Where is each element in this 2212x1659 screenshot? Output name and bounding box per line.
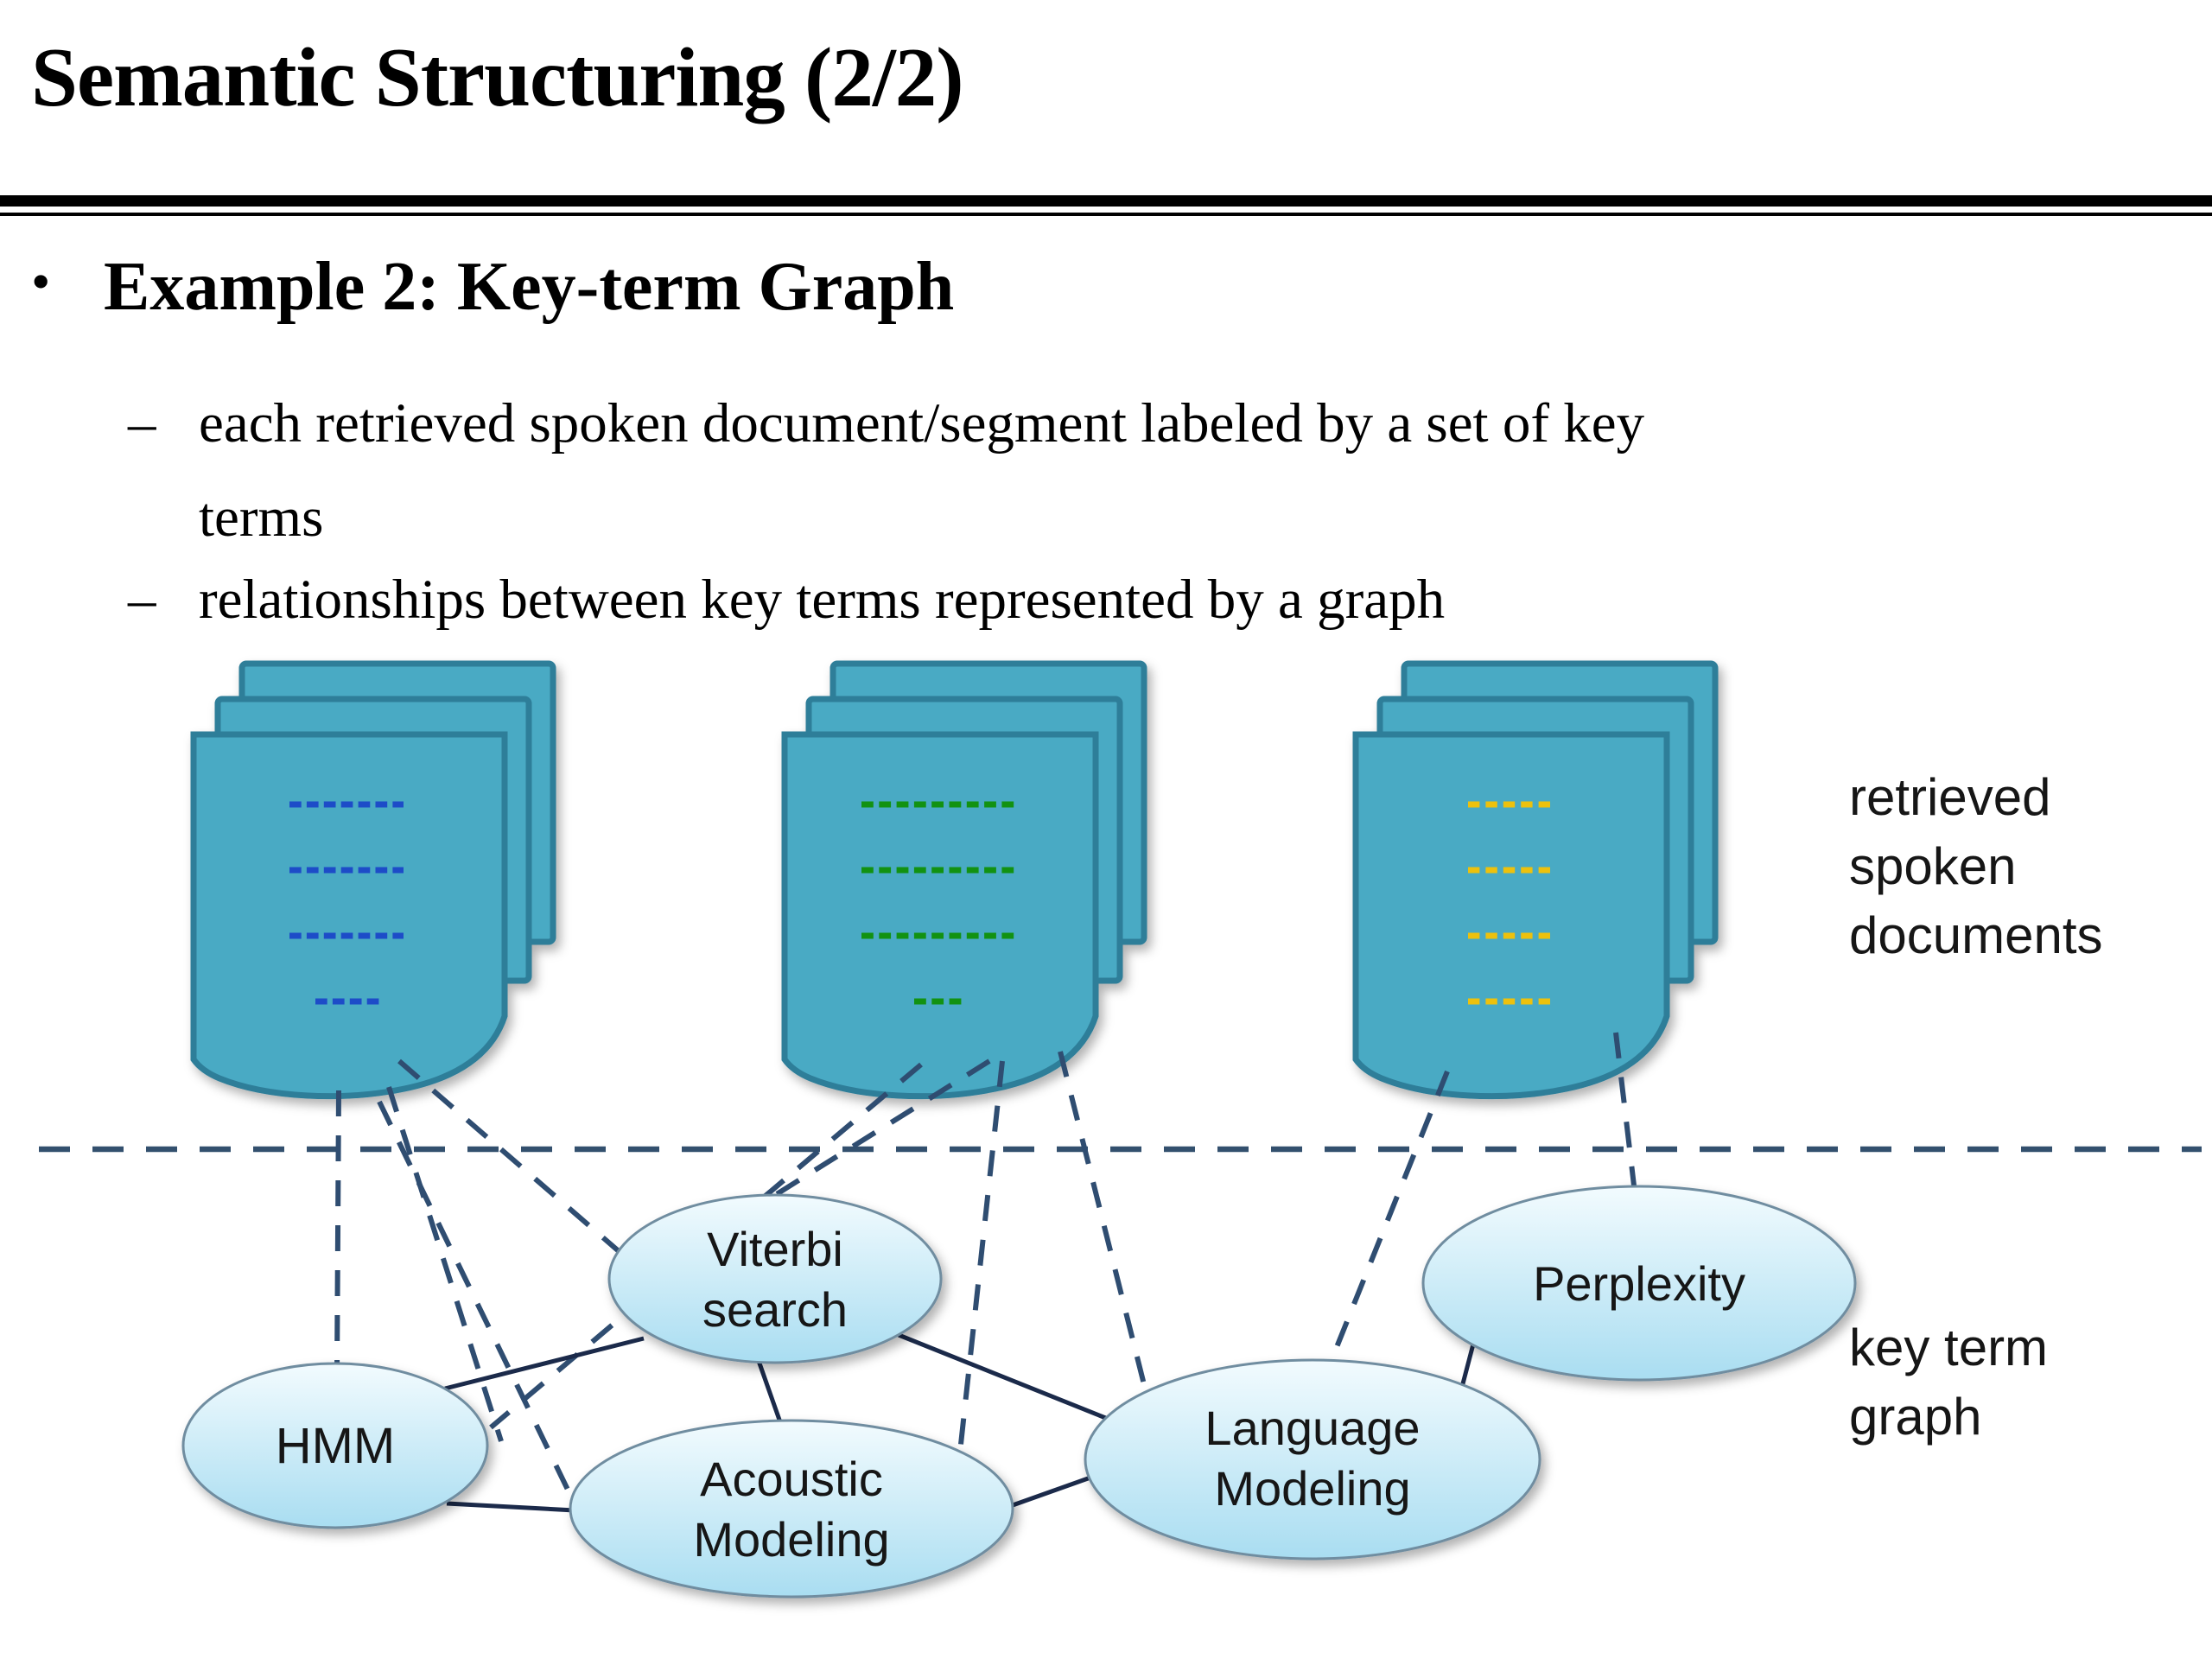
sub-bullet-1: – each retrieved spoken document/segment… bbox=[128, 377, 1702, 565]
sub-bullet-2-text: relationships between key terms represen… bbox=[199, 569, 1446, 631]
title-separator-thick bbox=[0, 195, 2212, 207]
doc-stack-blue bbox=[190, 660, 556, 1100]
node-viterbi-search bbox=[607, 1193, 943, 1364]
node-language-modeling bbox=[1084, 1358, 1541, 1560]
doc-page-front bbox=[190, 731, 508, 1100]
node-language-label-line1: Language bbox=[1205, 1401, 1420, 1455]
retrieved-docs-label-line2: spoken bbox=[1849, 837, 2016, 895]
node-viterbi-label-line2: search bbox=[702, 1282, 848, 1337]
edge-viterbi-acoustic bbox=[756, 1360, 783, 1423]
title-separator-thin bbox=[0, 213, 2212, 216]
node-perplexity-label: Perplexity bbox=[1533, 1256, 1745, 1311]
connector-doc2-language bbox=[1058, 1051, 1152, 1406]
sub-bullet-2: – relationships between key terms repres… bbox=[128, 553, 1702, 647]
keyterm-graph-label-line1: key term bbox=[1849, 1319, 2048, 1376]
connector-doc2-viterbi bbox=[757, 1058, 991, 1208]
keyterm-nodes: Viterbi search HMM Acoustic Modeling Lan… bbox=[181, 1185, 1857, 1599]
node-hmm-label: HMM bbox=[276, 1418, 396, 1474]
edge-viterbi-language bbox=[898, 1332, 1109, 1421]
doc-text-dashes-green bbox=[861, 801, 1014, 1005]
sub-bullet-marker: – bbox=[128, 392, 156, 454]
doc-stack-green bbox=[781, 660, 1147, 1100]
page-title: Semantic Structuring (2/2) bbox=[31, 31, 964, 124]
connector-doc1-hmm-right bbox=[386, 1086, 504, 1442]
bullet-marker: • bbox=[31, 251, 51, 312]
sub-bullet-marker: – bbox=[128, 569, 156, 631]
retrieved-docs-label-line1: retrieved bbox=[1849, 768, 2050, 826]
connector-doc1-viterbi bbox=[397, 1058, 620, 1254]
keyterm-graph-label-line2: graph bbox=[1849, 1388, 1981, 1446]
edge-hmm-acoustic bbox=[446, 1501, 575, 1513]
doc-text-dashes-yellow bbox=[1468, 801, 1551, 1005]
retrieved-docs-label-line3: documents bbox=[1849, 906, 2103, 964]
edge-hmm-viterbi bbox=[444, 1336, 645, 1391]
edge-acoustic-language bbox=[1012, 1475, 1091, 1508]
connector-doc2-acoustic bbox=[957, 1060, 1005, 1461]
bullet-heading: Example 2: Key-term Graph bbox=[104, 249, 955, 325]
sub-bullet-1-text: each retrieved spoken document/segment l… bbox=[199, 392, 1645, 550]
doc-page-front bbox=[1352, 731, 1670, 1100]
connector-doc3-perplexity bbox=[1613, 1032, 1637, 1186]
node-acoustic-label-line1: Acoustic bbox=[700, 1452, 883, 1506]
connector-doc1-acoustic bbox=[377, 1100, 571, 1493]
bullet-item: • Example 2: Key-term Graph bbox=[31, 249, 954, 325]
doc-stack-yellow bbox=[1352, 660, 1719, 1100]
side-labels: retrieved spoken documents key term grap… bbox=[1849, 768, 2103, 1446]
node-acoustic-label-line2: Modeling bbox=[693, 1512, 889, 1567]
edge-language-perplexity bbox=[1459, 1337, 1478, 1391]
node-acoustic-modeling bbox=[569, 1419, 1014, 1599]
node-hmm bbox=[181, 1362, 489, 1529]
node-language-label-line2: Modeling bbox=[1214, 1461, 1410, 1516]
node-perplexity bbox=[1421, 1185, 1857, 1382]
connector-doc3-language bbox=[1325, 1070, 1450, 1370]
doc-text-dashes-blue bbox=[289, 801, 404, 1005]
connector-doc1-hmm bbox=[334, 1090, 341, 1375]
doc-page-front bbox=[781, 731, 1099, 1100]
keyterm-graph-edges bbox=[444, 1332, 1478, 1513]
node-viterbi-label-line1: Viterbi bbox=[707, 1222, 843, 1276]
